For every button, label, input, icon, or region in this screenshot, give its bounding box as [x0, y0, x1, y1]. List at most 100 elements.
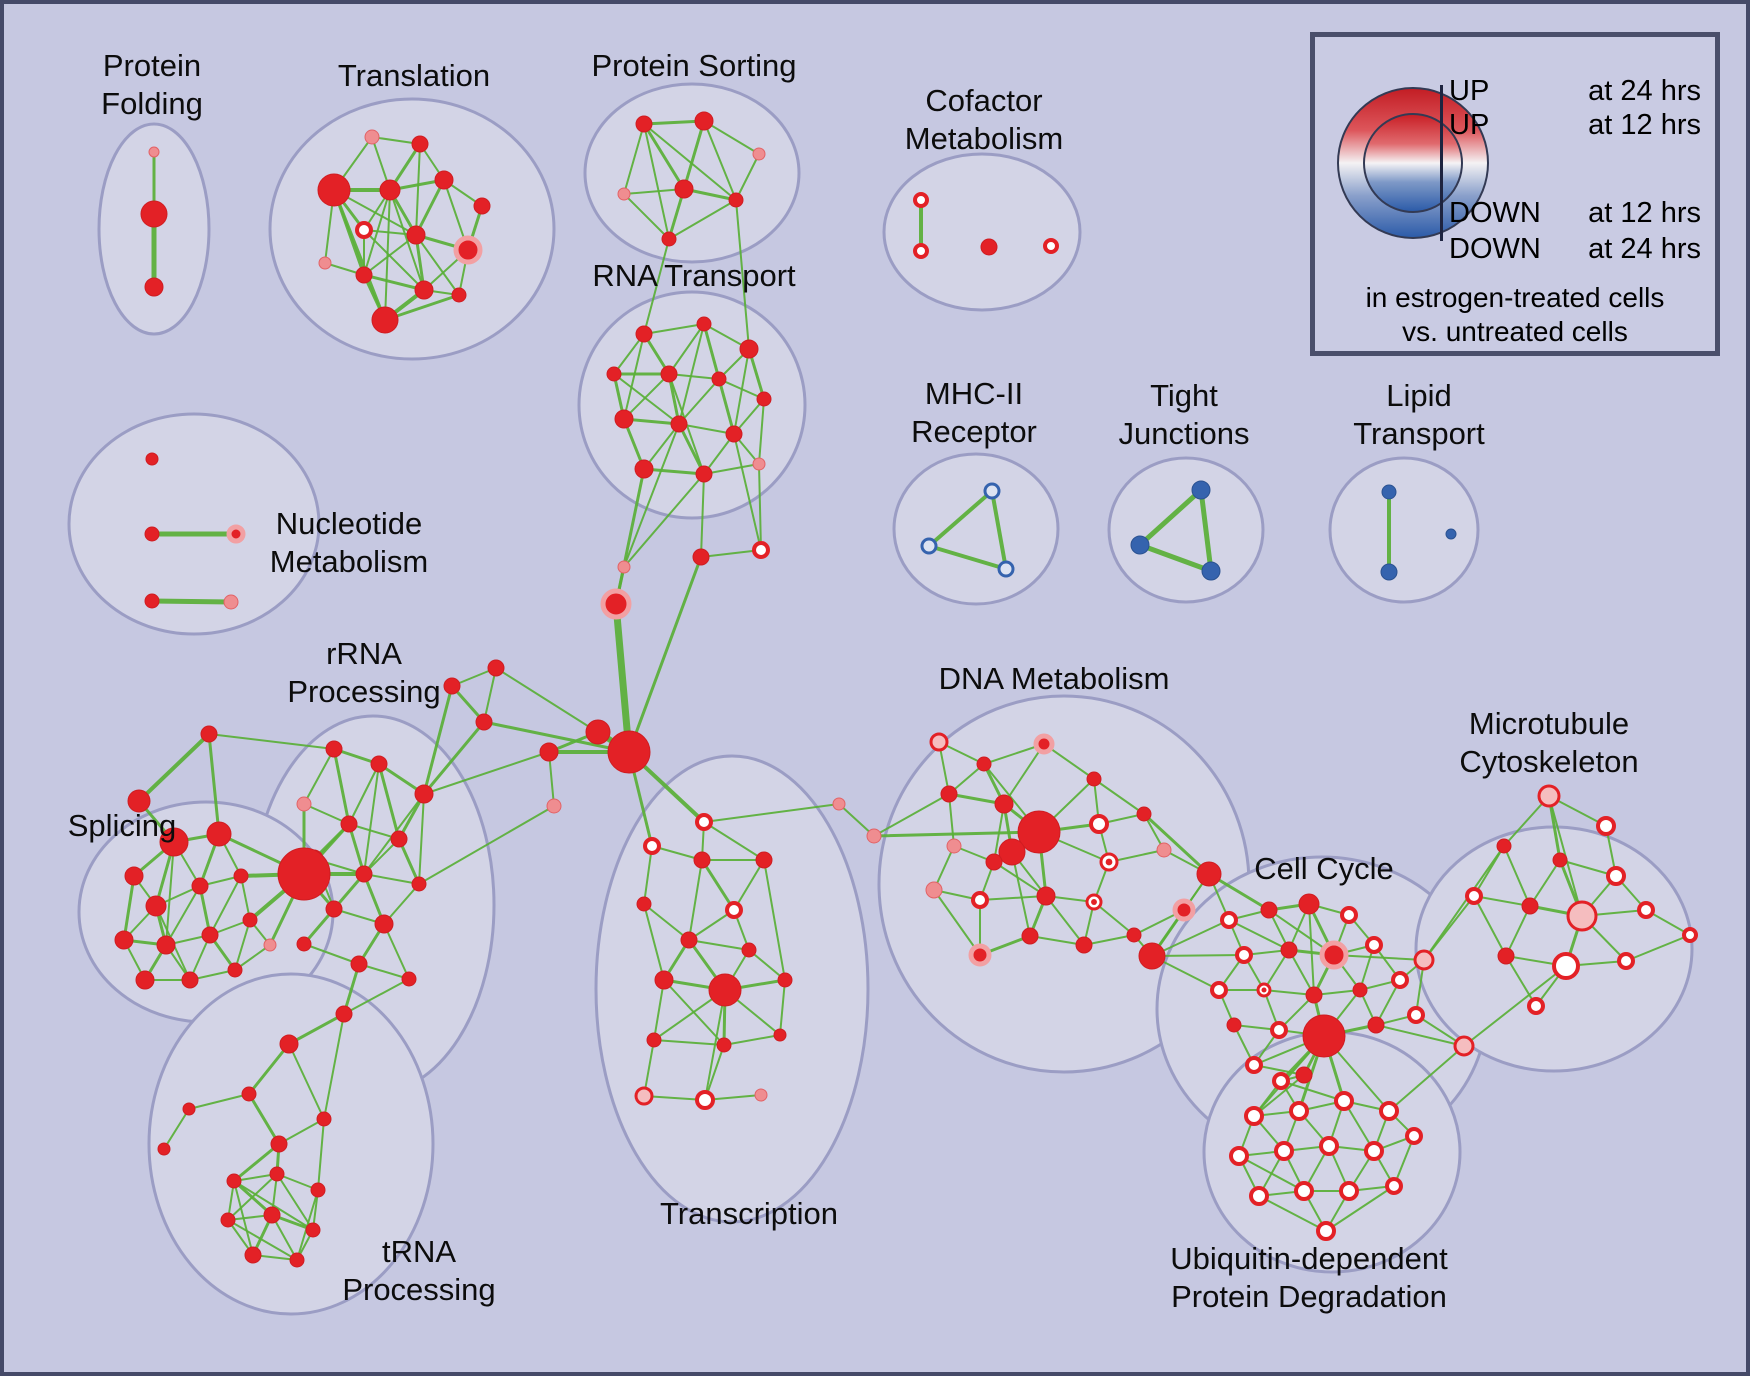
gene-node-red — [269, 1166, 285, 1182]
gene-node-ring — [1606, 866, 1626, 886]
network-edge — [342, 962, 361, 1016]
gene-node-blue — [1201, 561, 1221, 581]
network-edge — [723, 1034, 781, 1046]
network-edge — [779, 979, 786, 1036]
network-edge — [383, 923, 410, 980]
gene-node-red — [124, 866, 144, 886]
gene-node-ring — [1270, 1021, 1288, 1039]
network-edge — [122, 874, 136, 942]
network-edge — [1473, 895, 1531, 907]
gene-node-ring — [643, 837, 661, 855]
network-edge — [137, 732, 211, 803]
gene-node-red — [1021, 927, 1039, 945]
network-edge — [271, 1214, 298, 1261]
network-edge — [623, 123, 645, 195]
gene-node-red — [670, 415, 688, 433]
gene-node-blue — [1191, 480, 1211, 500]
gene-node-red — [1226, 1017, 1242, 1033]
cluster-label-translation: Translation — [338, 58, 490, 93]
network-edge — [758, 398, 765, 465]
network-edge — [1473, 895, 1507, 957]
gene-node-pink — [866, 828, 882, 844]
gene-node-red — [191, 877, 209, 895]
gene-node-pink — [925, 881, 943, 899]
gene-node-red — [994, 794, 1014, 814]
gene-node-ring — [1210, 981, 1228, 999]
network-edge — [1151, 919, 1230, 957]
gene-node-ring — [725, 901, 743, 919]
gene-node-red — [296, 936, 312, 952]
network-nodes — [114, 111, 1698, 1268]
network-edge — [1137, 542, 1214, 574]
cluster-ellipse-nucleotide-metabolism — [67, 412, 321, 636]
network-edge — [288, 1043, 325, 1120]
network-edge — [717, 377, 736, 436]
network-edge — [623, 333, 645, 420]
gene-node-red — [607, 730, 651, 774]
legend-divider-line — [1440, 85, 1443, 241]
gene-node-pink — [946, 838, 962, 854]
network-edge — [1137, 487, 1204, 548]
gene-node-ring — [1272, 1072, 1290, 1090]
gene-node-pink — [832, 797, 846, 811]
gene-node-red — [145, 452, 159, 466]
gene-node-halo — [600, 588, 632, 620]
cluster-ellipse-tight-junctions — [1107, 456, 1265, 604]
cluster-label-splicing: Splicing — [68, 808, 177, 843]
network-edge — [422, 720, 486, 796]
gene-node-red — [741, 942, 757, 958]
gene-node-red — [451, 287, 467, 303]
network-edge — [1029, 935, 1085, 946]
gene-node-red — [414, 280, 434, 300]
network-edge — [232, 1142, 281, 1183]
gene-node-pink — [318, 256, 332, 270]
network-edge — [1093, 778, 1145, 815]
gene-node-red — [940, 785, 958, 803]
gene-node-ring — [1220, 911, 1238, 929]
gene-node-red — [1497, 947, 1515, 965]
network-edge — [227, 1173, 278, 1221]
gene-node-pink — [1156, 842, 1172, 858]
gene-node-red — [585, 719, 611, 745]
gene-node-red — [728, 192, 744, 208]
gene-node-red — [374, 914, 394, 934]
cluster-ellipse-protein-sorting — [583, 82, 801, 264]
gene-node-red — [635, 325, 653, 343]
gene-node-red — [411, 876, 427, 892]
gene-node-ring — [1340, 906, 1358, 924]
gene-node-red — [182, 1102, 196, 1116]
gene-node-ring — [1527, 997, 1545, 1015]
gene-node-ring — [752, 541, 770, 559]
gene-node-core — [1091, 899, 1097, 905]
gene-node-core — [1105, 858, 1113, 866]
network-edge — [682, 119, 706, 191]
network-edge — [1288, 949, 1315, 996]
network-edge — [348, 763, 380, 825]
gene-node-ring — [971, 891, 989, 909]
network-edge — [317, 1118, 325, 1191]
gene-node-red — [317, 173, 351, 207]
network-edge — [763, 859, 786, 981]
gene-node-halo — [1319, 940, 1349, 970]
gene-node-red — [325, 900, 343, 918]
network-edge — [303, 943, 360, 965]
network-edge — [1473, 845, 1505, 897]
gene-node-red — [635, 115, 653, 133]
network-edge — [1011, 851, 1031, 937]
gene-node-red — [1138, 942, 1166, 970]
gene-node-pinkring — [1537, 784, 1561, 808]
network-edge — [343, 978, 410, 1015]
cluster-ellipse-trna-processing — [147, 972, 435, 1316]
network-edge — [643, 323, 705, 335]
gene-node-red — [634, 459, 654, 479]
network-edge — [1505, 955, 1537, 1007]
network-edge — [1503, 845, 1531, 907]
network-edge — [703, 821, 765, 861]
network-edge — [1151, 954, 1245, 957]
network-edge — [1142, 812, 1211, 876]
network-edge — [1308, 903, 1315, 996]
